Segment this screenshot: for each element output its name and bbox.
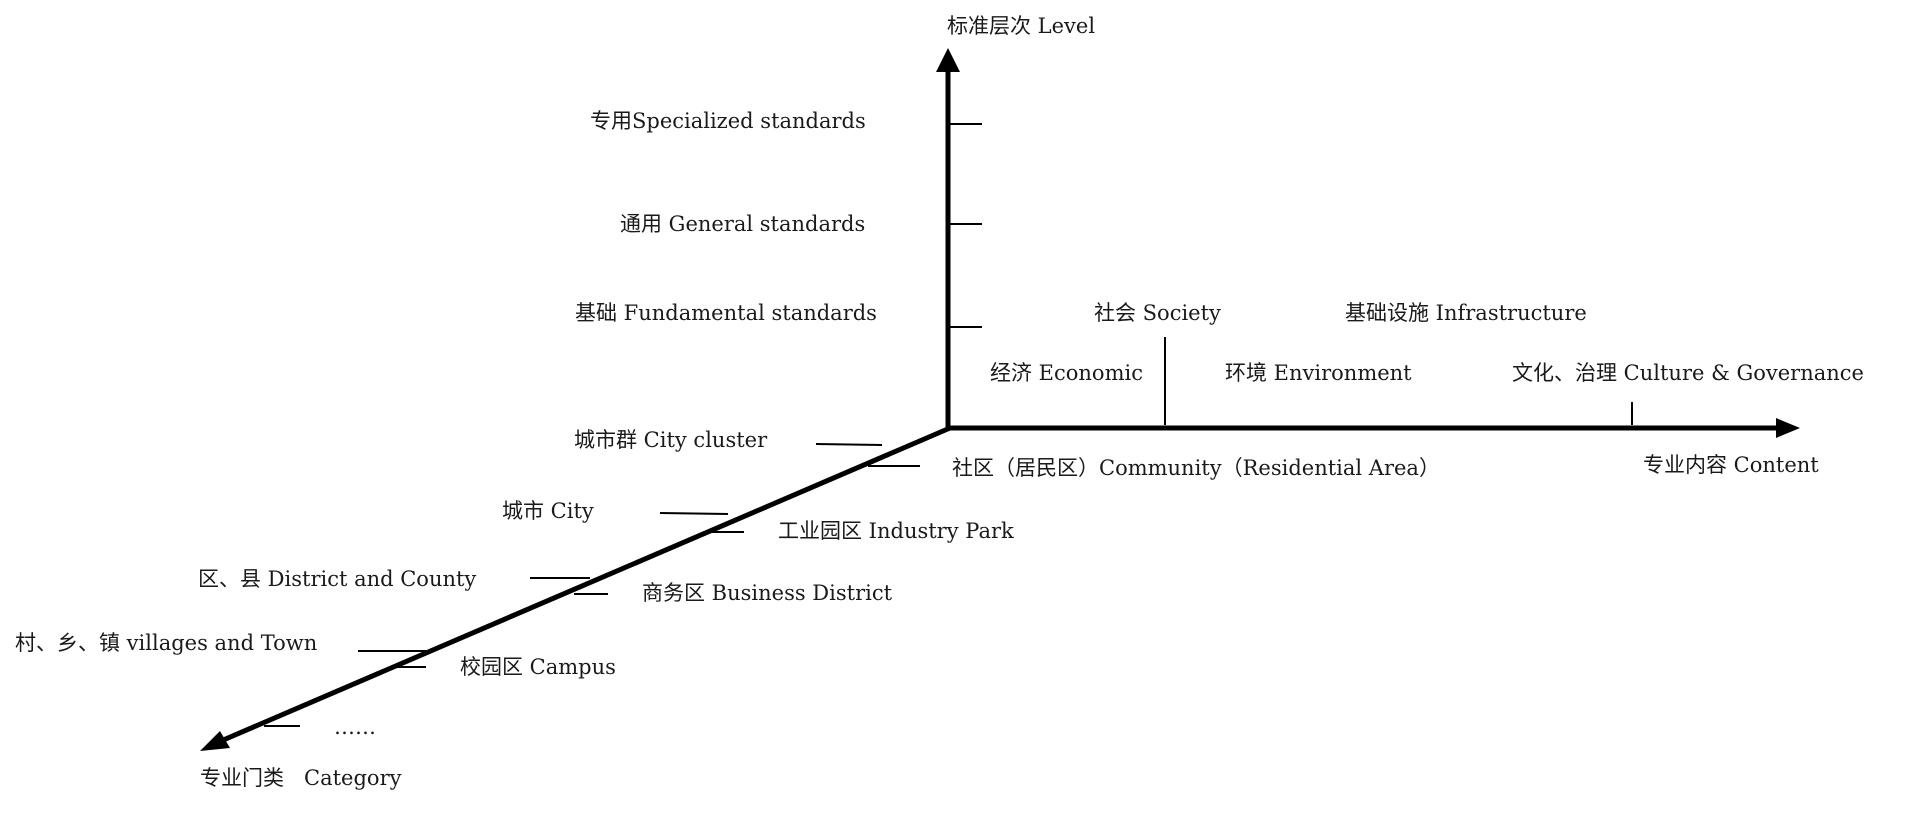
content-axis-arrowhead bbox=[1776, 418, 1800, 438]
level-axis-arrowhead bbox=[936, 48, 960, 72]
category-label-campus: 校园区 Campus bbox=[460, 655, 616, 679]
level-label-fundamental: 基础 Fundamental standards bbox=[575, 301, 877, 325]
level-label-specialized: 专用Specialized standards bbox=[590, 109, 866, 133]
level-label-general: 通用 General standards bbox=[620, 212, 865, 236]
category-label-business: 商务区 Business District bbox=[642, 581, 893, 605]
category-tick-city-cluster bbox=[815, 443, 883, 446]
category-label-community: 社区（居民区）Community（Residential Area） bbox=[952, 456, 1440, 480]
category-label-city: 城市 City bbox=[502, 499, 594, 523]
content-label-infrastructure: 基础设施 Infrastructure bbox=[1345, 301, 1587, 325]
content-label-environment: 环境 Environment bbox=[1225, 361, 1412, 385]
category-label-more: …… bbox=[334, 715, 376, 739]
category-axis-title: 专业门类 Category bbox=[200, 766, 402, 790]
category-label-district: 区、县 District and County bbox=[198, 567, 476, 591]
category-label-village: 村、乡、镇 villages and Town bbox=[15, 631, 317, 655]
category-axis bbox=[213, 425, 951, 747]
content-label-society: 社会 Society bbox=[1094, 301, 1221, 325]
content-label-economic: 经济 Economic bbox=[990, 361, 1143, 385]
category-label-industry: 工业园区 Industry Park bbox=[778, 519, 1014, 543]
level-axis-title: 标准层次 Level bbox=[947, 14, 1095, 38]
category-tick-city bbox=[659, 512, 729, 515]
content-label-culture: 文化、治理 Culture & Governance bbox=[1512, 361, 1864, 385]
content-axis-title: 专业内容 Content bbox=[1643, 453, 1819, 477]
category-label-city-cluster: 城市群 City cluster bbox=[574, 428, 768, 452]
category-axis-arrowhead bbox=[200, 731, 230, 751]
